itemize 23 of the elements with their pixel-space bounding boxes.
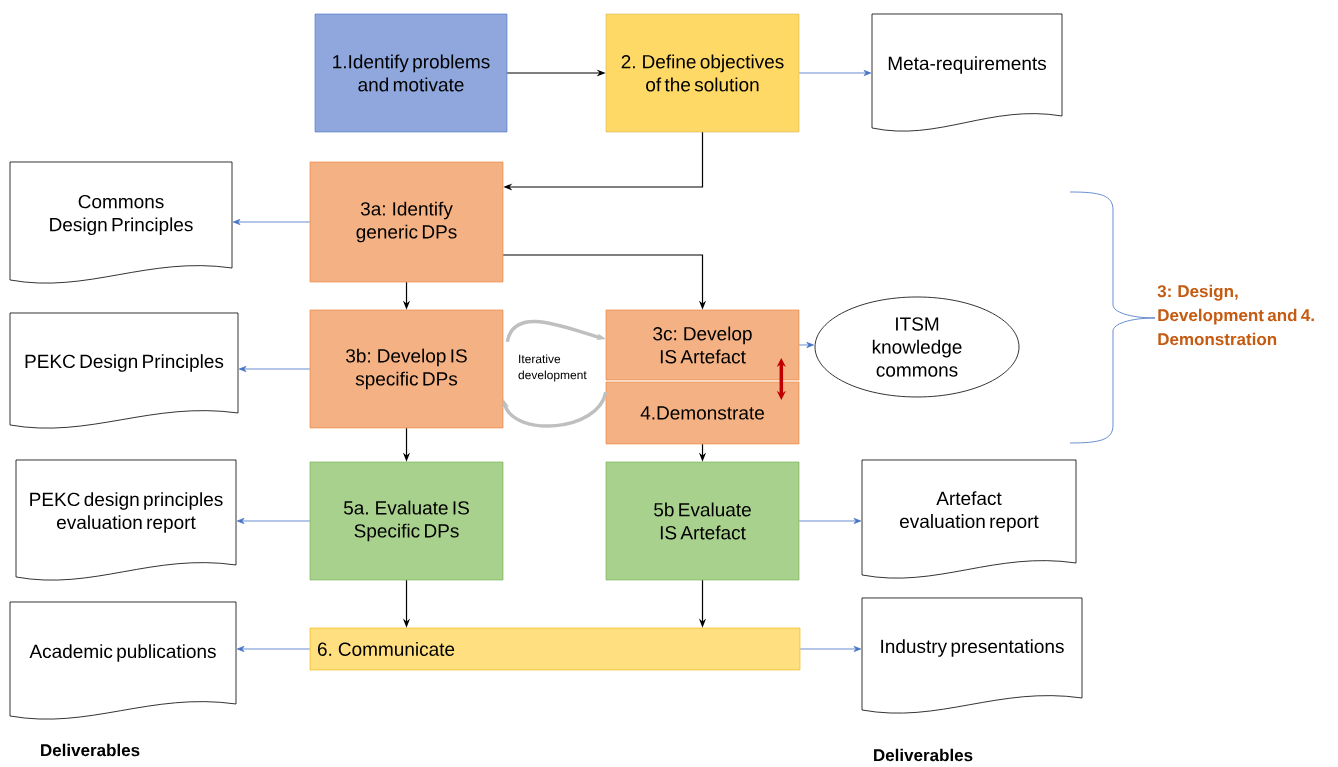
- process-bar: 6. Communicate: [309, 627, 801, 671]
- arrow: [798, 70, 872, 76]
- arrow: [798, 342, 814, 348]
- heading: 3: Design, Development and 4. Demonstration: [1157, 284, 1314, 346]
- process-box: 3b: Develop IS specific DPs: [309, 309, 504, 429]
- process-box: 5b Evaluate IS Artefact: [605, 461, 800, 581]
- arrow: [238, 366, 311, 372]
- heading: Deliverables: [874, 748, 973, 762]
- process-box: 3a: Identify generic DPs: [309, 161, 504, 283]
- arrow: [799, 646, 862, 652]
- arrow: [236, 518, 311, 524]
- heading: Deliverables: [41, 743, 140, 757]
- process-box: 3c: Develop IS Artefact: [605, 309, 800, 381]
- process-box: 4.Demonstrate: [605, 381, 800, 445]
- caption: Iterative development: [518, 354, 587, 382]
- process-box: 5a. Evaluate IS Specific DPs: [309, 461, 504, 581]
- arrow: [798, 518, 862, 524]
- process-box: 1.Identify problems and motivate: [314, 13, 508, 133]
- arrow: [776, 358, 786, 400]
- arrow: [232, 219, 311, 225]
- arrow: [502, 391, 608, 428]
- process-box: 2. Define objectives of the solution: [605, 13, 800, 133]
- arrow: [236, 646, 311, 652]
